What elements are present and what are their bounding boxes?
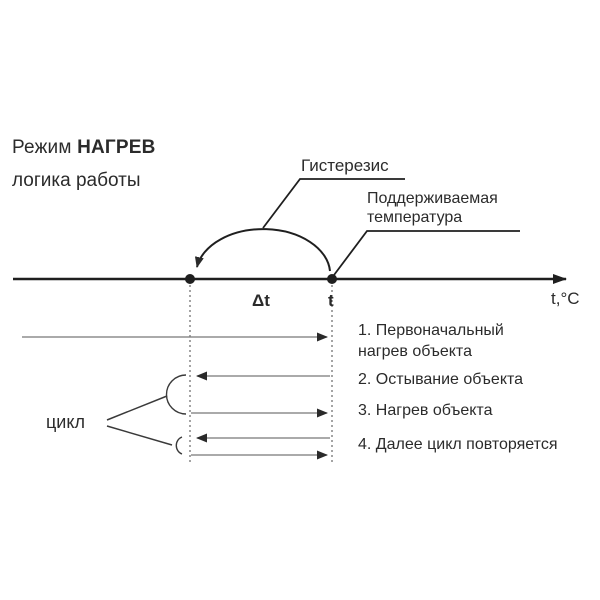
cycle-loop-small: [175, 436, 183, 455]
diagram-subtitle: логика работы: [12, 170, 141, 191]
cycle-label: цикл: [46, 412, 85, 432]
axis-unit-label: t,°C: [551, 289, 580, 308]
maintained-temperature-label: Поддерживаемая температура: [367, 189, 498, 227]
setpoint-axis-label: t: [328, 291, 334, 310]
maintained-temperature-line1: Поддерживаемая: [367, 190, 498, 207]
step-item-3: 3. Нагрев объекта: [358, 402, 493, 419]
hysteresis-label: Гистерезис: [301, 156, 389, 175]
hysteresis-delta-label: Δt: [252, 291, 270, 310]
diagram-title: Режим НАГРЕВ: [12, 137, 156, 159]
mode-prefix-text: Режим: [12, 137, 78, 158]
step-item-1: 1. Первоначальный нагрев объекта: [358, 322, 504, 360]
cycle-loop-large: [165, 374, 187, 415]
hysteresis-arc: [194, 228, 331, 272]
lower-threshold-point: [185, 274, 195, 284]
hysteresis-callout-line: [262, 178, 405, 229]
step-item-2: 2. Остывание объекта: [358, 371, 524, 388]
mode-name-text: НАГРЕВ: [77, 137, 156, 158]
cycle-pointer-upper-line: [106, 395, 168, 421]
maintained-temperature-line2: температура: [367, 209, 463, 226]
maintained-temperature-callout-line: [333, 230, 520, 276]
setpoint-point: [327, 274, 337, 284]
cycle-pointer-lower-line: [106, 425, 173, 446]
step-item-4: 4. Далее цикл повторяется: [358, 436, 558, 453]
